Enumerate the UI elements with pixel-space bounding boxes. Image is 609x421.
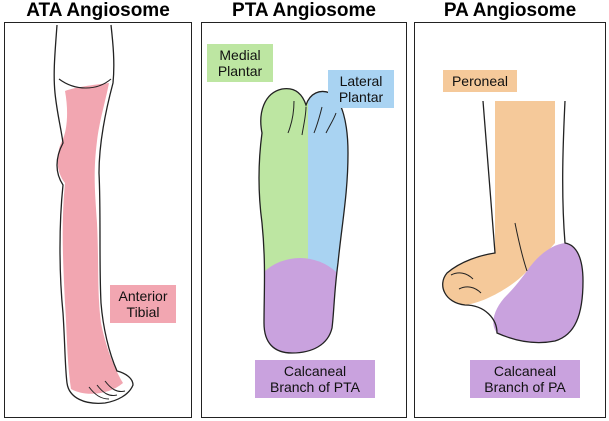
anterior-tibial-region bbox=[57, 83, 123, 394]
label-line: Plantar bbox=[338, 89, 384, 105]
label-line: Calcaneal bbox=[493, 363, 557, 379]
label-lateral-plantar: Lateral Plantar bbox=[328, 70, 394, 108]
ankle-outline bbox=[442, 100, 584, 344]
label-peroneal: Peroneal bbox=[443, 70, 517, 92]
label-medial-plantar: Medial Plantar bbox=[207, 44, 273, 82]
knee-line bbox=[58, 78, 112, 89]
foot-sole-illustration bbox=[258, 87, 349, 354]
ankle-illustration bbox=[442, 100, 584, 344]
label-line: Tibial bbox=[126, 304, 160, 320]
label-calcaneal-pa: Calcaneal Branch of PA bbox=[470, 360, 580, 398]
panel-title-ata: ATA Angiosome bbox=[26, 0, 170, 21]
panel-ata bbox=[4, 22, 192, 418]
leg-outline bbox=[53, 24, 134, 404]
label-calcaneal-pta: Calcaneal Branch of PTA bbox=[255, 360, 375, 398]
label-anterior-tibial: Anterior Tibial bbox=[110, 285, 176, 323]
label-line: Branch of PTA bbox=[269, 379, 360, 395]
label-line: Plantar bbox=[217, 63, 263, 79]
panel-pta bbox=[201, 22, 407, 418]
label-line: Calcaneal bbox=[283, 363, 347, 379]
sole-outline bbox=[258, 87, 349, 354]
label-line: Peroneal bbox=[451, 73, 509, 89]
peroneal-region bbox=[442, 101, 555, 305]
heel-line bbox=[450, 222, 528, 294]
calcaneal-pta-region bbox=[259, 258, 348, 353]
toe-lines bbox=[287, 100, 337, 136]
panel-title-pa: PA Angiosome bbox=[443, 0, 577, 21]
calcaneal-pa-region bbox=[493, 243, 583, 343]
medial-plantar-region bbox=[259, 88, 308, 273]
panel-title-pta: PTA Angiosome bbox=[232, 0, 376, 21]
label-line: Branch of PA bbox=[484, 379, 566, 395]
label-line: Anterior bbox=[118, 288, 168, 304]
label-line: Lateral bbox=[339, 73, 383, 89]
label-line: Medial bbox=[219, 47, 261, 63]
toe-lines bbox=[88, 380, 126, 400]
leg-illustration bbox=[53, 24, 134, 404]
